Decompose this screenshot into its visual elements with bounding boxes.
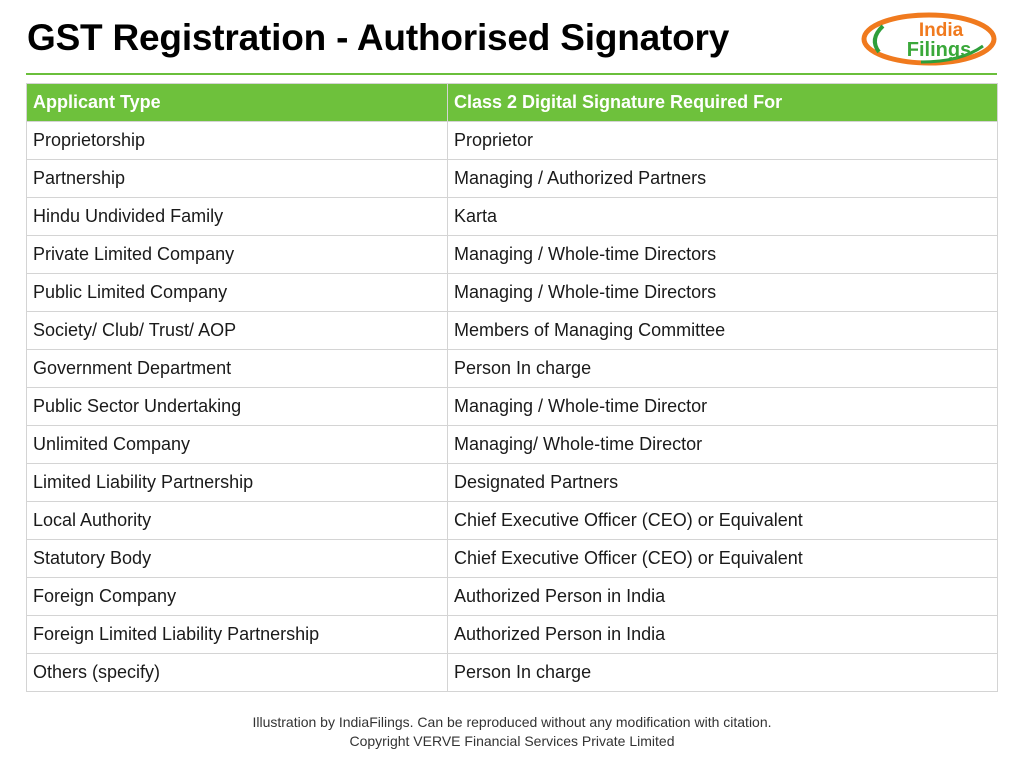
applicant-type-cell: Local Authority xyxy=(26,501,448,540)
signatory-cell: Authorized Person in India xyxy=(447,577,998,616)
footer-attribution: Illustration by IndiaFilings. Can be rep… xyxy=(252,714,772,730)
applicant-type-cell: Private Limited Company xyxy=(26,235,448,274)
column-header-applicant-type: Applicant Type xyxy=(26,83,448,122)
applicant-type-cell: Limited Liability Partnership xyxy=(26,463,448,502)
applicant-type-cell: Statutory Body xyxy=(26,539,448,578)
applicant-type-cell: Others (specify) xyxy=(26,653,448,692)
signatory-cell: Person In charge xyxy=(447,653,998,692)
applicant-type-cell: Public Sector Undertaking xyxy=(26,387,448,426)
logo-line2: Filings xyxy=(907,39,971,61)
signatory-cell: Karta xyxy=(447,197,998,236)
logo-line1: India xyxy=(919,20,964,41)
applicant-type-cell: Society/ Club/ Trust/ AOP xyxy=(26,311,448,350)
signatory-cell: Chief Executive Officer (CEO) or Equival… xyxy=(447,539,998,578)
signatory-cell: Designated Partners xyxy=(447,463,998,502)
signatory-cell: Managing / Whole-time Directors xyxy=(447,273,998,312)
applicant-type-cell: Government Department xyxy=(26,349,448,388)
applicant-type-cell: Proprietorship xyxy=(26,121,448,160)
signatory-cell: Chief Executive Officer (CEO) or Equival… xyxy=(447,501,998,540)
signatory-cell: Person In charge xyxy=(447,349,998,388)
title-divider xyxy=(26,73,997,75)
signatory-cell: Members of Managing Committee xyxy=(447,311,998,350)
indiafilings-logo: India Filings xyxy=(861,12,997,66)
applicant-type-cell: Unlimited Company xyxy=(26,425,448,464)
column-header-signature-required-for: Class 2 Digital Signature Required For xyxy=(447,83,998,122)
signatory-cell: Managing/ Whole-time Director xyxy=(447,425,998,464)
logo-ellipse-icon: India Filings xyxy=(861,12,997,66)
page-title: GST Registration - Authorised Signatory xyxy=(27,17,730,58)
signatory-cell: Managing / Authorized Partners xyxy=(447,159,998,198)
applicant-type-cell: Foreign Limited Liability Partnership xyxy=(26,615,448,654)
footer-copyright: Copyright VERVE Financial Services Priva… xyxy=(349,733,675,749)
applicant-type-cell: Partnership xyxy=(26,159,448,198)
applicant-type-cell: Public Limited Company xyxy=(26,273,448,312)
signatory-cell: Proprietor xyxy=(447,121,998,160)
applicant-type-cell: Foreign Company xyxy=(26,577,448,616)
table-header-row: Applicant Type Class 2 Digital Signature… xyxy=(26,83,998,122)
signatory-cell: Authorized Person in India xyxy=(447,615,998,654)
applicant-type-cell: Hindu Undivided Family xyxy=(26,197,448,236)
signatory-table: Applicant Type Class 2 Digital Signature… xyxy=(26,83,998,692)
table-row: Others (specify)Person In charge xyxy=(26,653,998,692)
signatory-cell: Managing / Whole-time Directors xyxy=(447,235,998,274)
signatory-cell: Managing / Whole-time Director xyxy=(447,387,998,426)
